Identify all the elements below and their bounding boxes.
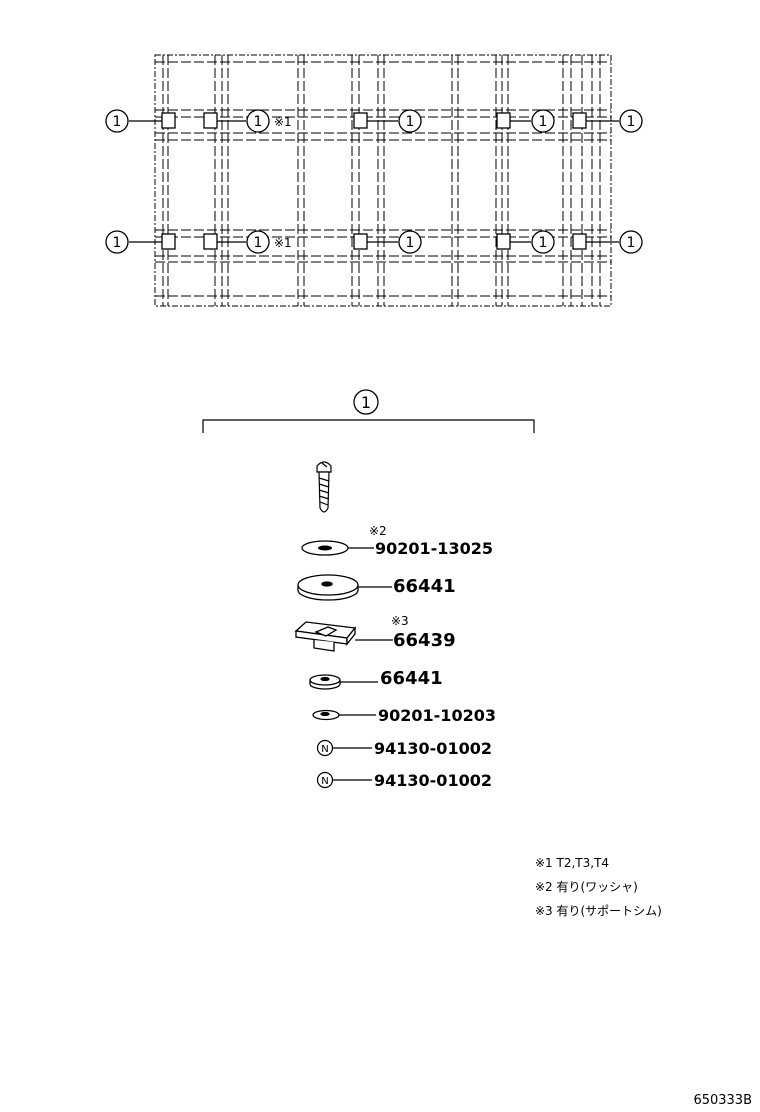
svg-text:1: 1	[627, 235, 636, 251]
callout-1: 1	[531, 109, 555, 133]
part-number-support: 66439	[393, 630, 456, 651]
footnote-2: ※2 有り(ワッシャ)	[535, 880, 638, 894]
svg-text:1: 1	[113, 114, 122, 130]
large-pad-icon	[297, 574, 392, 601]
callout-1: 1	[619, 230, 643, 254]
svg-text:1: 1	[361, 393, 371, 412]
svg-text:1: 1	[254, 114, 263, 130]
part-number-nut-a: 94130-01002	[374, 739, 492, 758]
frame-grid	[154, 54, 612, 307]
nut-icon: N	[316, 739, 372, 757]
footnotes: ※1 T2,T3,T4 ※2 有り(ワッシャ) ※3 有り(サポートシム)	[535, 856, 662, 918]
note-mark-2: ※2	[369, 524, 387, 538]
screw-icon	[316, 461, 332, 513]
small-washer-icon	[312, 709, 376, 721]
part-number-pad-small: 66441	[380, 668, 443, 689]
svg-text:N: N	[321, 776, 328, 787]
svg-text:1: 1	[406, 114, 415, 130]
callout-1: 1	[105, 230, 129, 254]
svg-text:1: 1	[627, 114, 636, 130]
callout-1: 1	[105, 109, 129, 133]
svg-text:1: 1	[539, 235, 548, 251]
part-number-washer-small: 90201-10203	[378, 706, 496, 725]
small-pad-icon	[309, 674, 378, 690]
part-number-nut-b: 94130-01002	[374, 771, 492, 790]
part-number-pad-large: 66441	[393, 576, 456, 597]
washer-icon	[301, 540, 374, 556]
detail-header: 1	[202, 389, 535, 433]
callouts-row-2: 1 1 ※1 1 1 1	[105, 230, 643, 254]
nut-icon: N	[316, 771, 372, 789]
callout-1: 1	[531, 230, 555, 254]
svg-text:1: 1	[254, 235, 263, 251]
callout-leaders	[129, 120, 619, 243]
callout-1: 1	[398, 230, 422, 254]
footnote-1: ※1 T2,T3,T4	[535, 856, 609, 870]
callout-1: 1	[398, 109, 422, 133]
svg-text:N: N	[321, 744, 328, 755]
note-mark-1: ※1	[274, 236, 292, 250]
callout-1: 1	[619, 109, 643, 133]
part-number-washer-top: 90201-13025	[375, 539, 493, 558]
footnote-3: ※3 有り(サポートシム)	[535, 904, 662, 918]
svg-text:1: 1	[539, 114, 548, 130]
svg-text:1: 1	[406, 235, 415, 251]
diagram-id: 650333B	[693, 1093, 752, 1108]
note-mark-3: ※3	[391, 614, 409, 628]
callout-1: 1	[246, 109, 270, 133]
callouts-row-1: 1 1 ※1 1 1 1	[105, 109, 643, 133]
svg-text:1: 1	[113, 235, 122, 251]
note-mark-1: ※1	[274, 115, 292, 129]
callout-1: 1	[246, 230, 270, 254]
support-shim-icon	[294, 621, 393, 652]
